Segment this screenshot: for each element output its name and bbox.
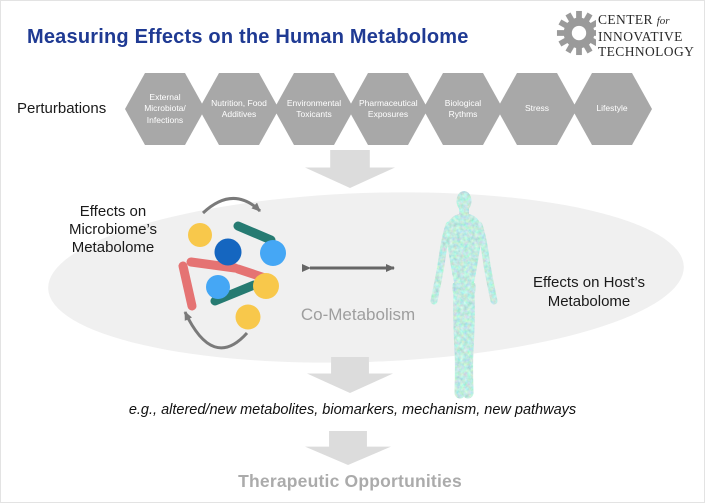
metabolite-yellow-circle: [253, 273, 279, 299]
hexagon-biological-rythms: Biological Rythms: [423, 73, 503, 145]
host-metabolome-label: Effects on Host’s Metabolome: [532, 274, 645, 310]
logo-text: CENTER for INNOVATIVE TECHNOLOGY: [596, 12, 695, 59]
hexagon-external-microbiota: External Microbiota/ Infections: [125, 73, 205, 145]
hexagon-lifestyle: Lifestyle: [572, 73, 652, 145]
microbiome-metabolome-label: Effects on Microbiome’s Metabolome: [68, 203, 158, 256]
cycle-arrow-top-icon: [201, 197, 262, 215]
metabolite-yellow-circle: [188, 223, 212, 247]
human-figure: [430, 191, 498, 399]
metabolite-teal-bar: [233, 221, 276, 245]
bidirectional-arrow-icon: [302, 264, 395, 272]
hexagon-nutrition: Nutrition, Food Additives: [199, 73, 279, 145]
microbiome-cluster: [178, 197, 286, 350]
logo-line-1: CENTER for: [598, 12, 670, 27]
metabolite-lightblue-circle: [260, 240, 286, 266]
down-arrow-icon: [305, 150, 395, 188]
metabolite-darkblue-circle: [214, 238, 242, 266]
co-metabolism-label: Co-Metabolism: [300, 305, 416, 324]
gear-icon: [556, 10, 602, 56]
hexagon-environmental: Environmental Toxicants: [274, 73, 354, 145]
down-arrow-icon: [305, 431, 391, 465]
examples-text: e.g., altered/new metabolites, biomarker…: [128, 402, 577, 418]
logo-line-3: TECHNOLOGY: [598, 44, 695, 59]
page-title: Measuring Effects on the Human Metabolom…: [27, 26, 469, 48]
hexagon-stress: Stress: [497, 73, 577, 145]
cycle-arrow-bottom-icon: [183, 311, 249, 350]
metabolite-salmon-bar: [186, 257, 240, 273]
therapeutic-opportunities-label: Therapeutic Opportunities: [238, 471, 462, 491]
cit-logo: CENTER for INNOVATIVE TECHNOLOGY: [556, 8, 698, 62]
logo-line-2: INNOVATIVE: [598, 29, 683, 44]
perturbations-label: Perturbations: [17, 100, 107, 117]
metabolite-lightblue-circle: [206, 275, 230, 299]
metabolite-yellow-circle: [235, 304, 261, 330]
metabolite-salmon-bar: [178, 261, 197, 311]
hexagon-pharmaceutical: Pharmaceutical Exposures: [348, 73, 428, 145]
